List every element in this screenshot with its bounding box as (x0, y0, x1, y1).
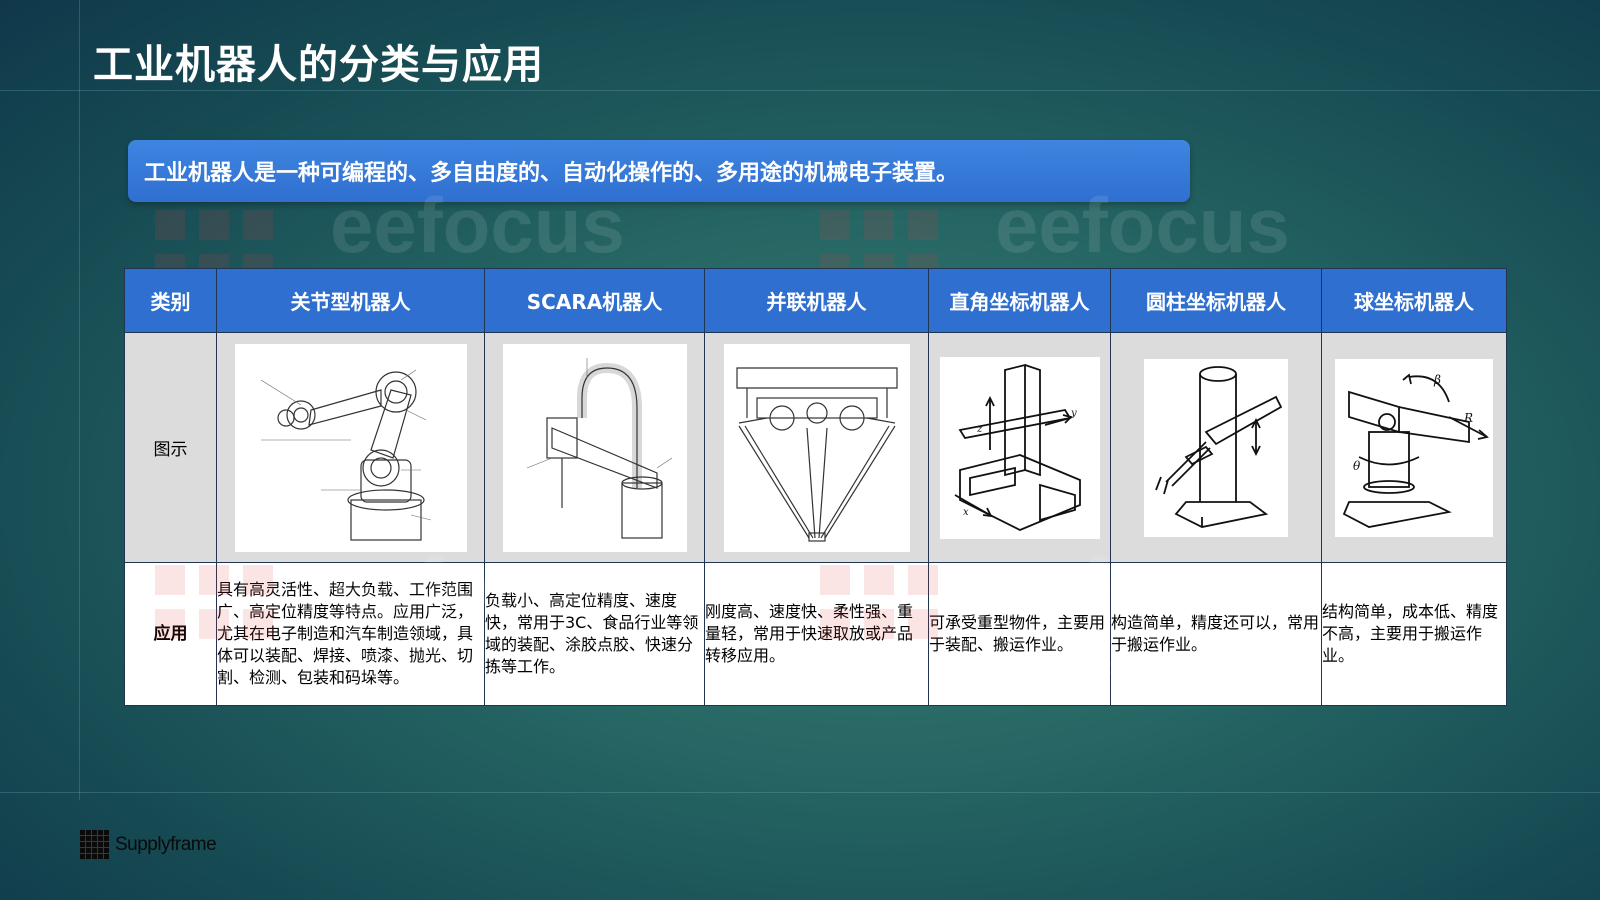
cylindrical-robot-diagram (1144, 358, 1288, 537)
diagram-cell-articulated (216, 332, 485, 563)
watermark-brand: eefocus (330, 541, 625, 629)
supplyframe-logo: Supplyframe (80, 830, 217, 859)
application-articulated: 具有高灵活性、超大负载、工作范围广、高定位精度等特点。应用广泛，尤其在电子制造和… (216, 562, 485, 706)
header-category: 类别 (124, 268, 217, 333)
svg-text:x: x (963, 507, 969, 518)
header-spherical: 球坐标机器人 (1321, 268, 1507, 333)
cartesian-robot-diagram: z y x (939, 356, 1100, 539)
frame-line-bottom (0, 792, 1600, 793)
articulated-robot-diagram (234, 343, 467, 552)
application-spherical: 结构简单，成本低、精度不高，主要用于搬运作业。 (1321, 562, 1507, 706)
application-parallel: 刚度高、速度快、柔性强、重量轻，常用于快速取放或产品转移应用。 (704, 562, 929, 706)
svg-text:R: R (1463, 411, 1473, 425)
page-title: 工业机器人的分类与应用 (93, 42, 544, 88)
watermark-logo-icon (155, 565, 273, 639)
application-row: 应用 具有高灵活性、超大负载、工作范围广、高定位精度等特点。应用广泛，尤其在电子… (124, 562, 1507, 706)
application-cartesian: 可承受重型物件，主要用于装配、搬运作业。 (928, 562, 1111, 706)
header-articulated: 关节型机器人 (216, 268, 485, 333)
svg-text:z: z (976, 424, 983, 435)
scara-robot-diagram (502, 343, 687, 552)
header-parallel: 并联机器人 (704, 268, 929, 333)
diagram-cell-cylindrical (1110, 332, 1322, 563)
application-row-label: 应用 (124, 562, 217, 706)
diagram-cell-parallel (704, 332, 929, 563)
application-cylindrical: 构造简单，精度还可以，常用于搬运作业。 (1110, 562, 1322, 706)
definition-text: 工业机器人是一种可编程的、多自由度的、自动化操作的、多用途的机械电子装置。 (144, 161, 959, 186)
diagram-cell-cartesian: z y x (928, 332, 1111, 563)
frame-line-left (79, 0, 80, 800)
application-scara: 负载小、高定位精度、速度快，常用于3C、食品行业等领域的装配、涂胶点胶、快速分拣… (484, 562, 705, 706)
watermark-brand: eefocus (995, 541, 1290, 629)
parallel-robot-diagram (723, 343, 910, 552)
svg-text:y: y (1070, 408, 1077, 419)
supplyframe-logo-text: Supplyframe (115, 833, 217, 855)
watermark-brand: eefocus (995, 181, 1290, 269)
header-cartesian: 直角坐标机器人 (928, 268, 1111, 333)
supplyframe-grid-icon (80, 830, 109, 859)
table-header-row: 类别 关节型机器人 SCARA机器人 并联机器人 直角坐标机器人 圆柱坐标机器人… (124, 268, 1507, 333)
watermark-brand: eefocus (330, 181, 625, 269)
watermark-sub: 与非网 (1000, 635, 1120, 681)
watermark-logo-icon (820, 565, 938, 639)
robot-classification-table: 类别 关节型机器人 SCARA机器人 并联机器人 直角坐标机器人 圆柱坐标机器人… (124, 268, 1507, 706)
svg-text:β: β (1433, 373, 1441, 387)
diagram-row-label: 图示 (124, 332, 217, 563)
frame-line-top (0, 90, 1600, 91)
definition-banner: 工业机器人是一种可编程的、多自由度的、自动化操作的、多用途的机械电子装置。 (128, 140, 1190, 202)
svg-text:θ: θ (1353, 459, 1361, 473)
diagram-cell-scara (484, 332, 705, 563)
diagram-row: 图示 (124, 332, 1507, 563)
header-scara: SCARA机器人 (484, 268, 705, 333)
header-cylindrical: 圆柱坐标机器人 (1110, 268, 1322, 333)
watermark-sub: 与非网 (340, 635, 460, 681)
